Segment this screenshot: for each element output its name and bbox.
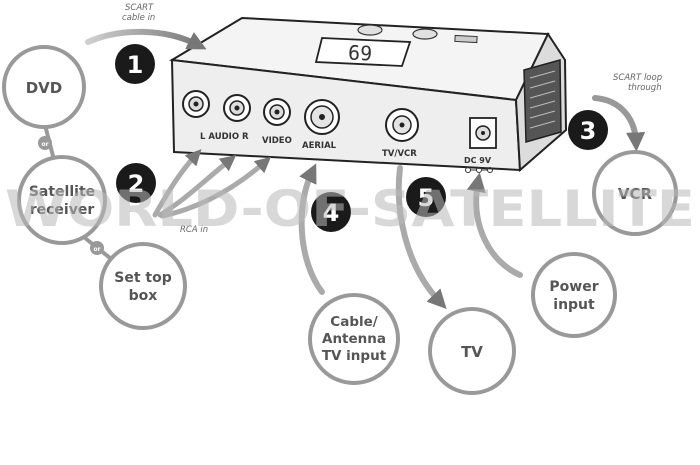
arrow-aerial xyxy=(298,163,325,295)
arrow-scart-in xyxy=(85,28,207,50)
step-badge-1: 1 xyxy=(115,44,155,84)
power-label-line2: input xyxy=(553,297,595,313)
arrow-rca-left xyxy=(152,149,202,218)
satellite-label-line1: Satellite xyxy=(29,184,95,200)
dc-port-label: DC 9V xyxy=(464,156,492,165)
dvd-label: DVD xyxy=(26,79,63,97)
vcr-circle: VCR xyxy=(592,150,678,236)
satellite-receiver-circle: Satellite receiver xyxy=(17,155,107,245)
tvvcr-port-label: TV/VCR xyxy=(382,149,417,159)
watermark-text: WORLD-OF-SATELLITE xyxy=(5,180,695,238)
cable-antenna-circle: Cable/ Antenna TV input xyxy=(308,293,400,385)
step-number-3: 3 xyxy=(580,117,597,145)
cable-label-line3: TV input xyxy=(322,348,387,364)
cable-label-line1: Cable/ xyxy=(330,314,377,330)
settop-label-line2: box xyxy=(129,288,158,304)
step-number-5: 5 xyxy=(418,184,435,212)
step-badge-2: 2 xyxy=(116,163,156,203)
or-label-1: or xyxy=(41,141,48,148)
scart-loop-note-line1: SCART loop xyxy=(613,73,662,83)
aerial-port-label: AERIAL xyxy=(302,141,337,151)
arrow-scart-loop xyxy=(592,95,646,152)
step-number-1: 1 xyxy=(127,51,144,79)
step-badge-3: 3 xyxy=(568,110,608,150)
connection-arrows xyxy=(85,28,646,309)
arrow-rca-video xyxy=(159,156,272,219)
or-badge-2: or xyxy=(90,241,104,255)
audio-port-label: L AUDIO R xyxy=(200,132,249,142)
arrow-rca-right xyxy=(157,155,237,218)
tv-circle: TV xyxy=(428,307,516,395)
satellite-label-line2: receiver xyxy=(30,202,95,218)
or-badge-1: or xyxy=(38,136,52,150)
lcd-display xyxy=(314,37,412,67)
step-badge-5: 5 xyxy=(406,177,446,217)
cable-label-line2: Antenna xyxy=(322,331,386,347)
scart-out-connector xyxy=(523,59,562,143)
lcd-digits: 69 xyxy=(347,40,372,65)
scart-loop-note-line2: through xyxy=(628,83,662,93)
or-label-2: or xyxy=(93,246,100,253)
tv-label: TV xyxy=(461,343,483,361)
set-top-box-circle: Set top box xyxy=(99,242,187,330)
step-badge-4: 4 xyxy=(311,192,351,232)
settop-label-line1: Set top xyxy=(114,270,171,286)
vcr-label: VCR xyxy=(618,185,653,203)
scart-in-note-line2: cable in xyxy=(122,13,155,23)
step-number-4: 4 xyxy=(323,199,340,227)
step-number-2: 2 xyxy=(128,170,145,198)
power-input-circle: Power input xyxy=(531,252,617,338)
arrow-tvvcr xyxy=(395,165,447,309)
video-port-label: VIDEO xyxy=(262,136,292,146)
dvd-circle: DVD xyxy=(2,45,86,129)
rca-in-note: RCA in xyxy=(180,225,208,235)
arrow-power xyxy=(466,172,523,278)
scart-box-device: 69 L AUDIO R VIDEO AERIAL TV/VCR DC 9V xyxy=(168,16,568,173)
scart-in-note-line1: SCART xyxy=(125,3,154,13)
power-label-line1: Power xyxy=(549,279,598,295)
